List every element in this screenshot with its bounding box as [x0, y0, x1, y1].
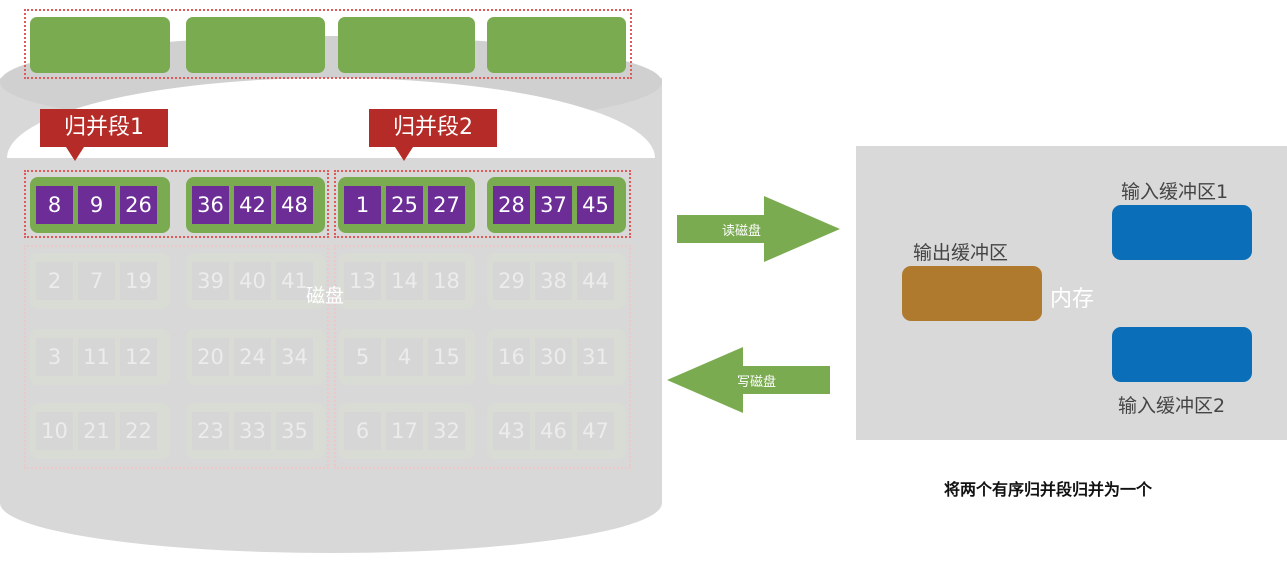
record-cell: 11: [78, 338, 115, 376]
input-buffer-2-label: 输入缓冲区2: [1118, 395, 1226, 417]
record-cell: 15: [428, 338, 465, 376]
record-cell: 21: [78, 412, 115, 450]
record-cell: 29: [493, 262, 530, 300]
record-cell: 31: [577, 338, 614, 376]
record-cell: 39: [192, 262, 229, 300]
record-cell: 13: [344, 262, 381, 300]
record-cell: 7: [78, 262, 115, 300]
record-cell: 5: [344, 338, 381, 376]
record-cell: 9: [78, 186, 115, 224]
caption: 将两个有序归并段归并为一个: [944, 480, 1153, 499]
read-disk-arrow: [677, 196, 840, 262]
record-cell: 48: [276, 186, 313, 224]
output-block: [186, 17, 325, 73]
input-buffer-1-label: 输入缓冲区1: [1121, 181, 1229, 203]
record-cell: 17: [386, 412, 423, 450]
record-cell: 38: [535, 262, 572, 300]
segment-1-outline: [24, 170, 329, 238]
record-cell: 28: [493, 186, 530, 224]
record-cell: 6: [344, 412, 381, 450]
disk-label: 磁盘: [306, 285, 345, 307]
output-buffer: [902, 266, 1042, 321]
record-cell: 24: [234, 338, 271, 376]
record-cell: 14: [386, 262, 423, 300]
record-cell: 1: [344, 186, 381, 224]
record-cell: 32: [428, 412, 465, 450]
segment-2-outline: [334, 170, 631, 238]
output-region-outline: [24, 9, 632, 79]
record-cell: 35: [276, 412, 313, 450]
record-cell: 4: [386, 338, 423, 376]
record-cell: 44: [577, 262, 614, 300]
write-disk-arrow: [667, 347, 830, 413]
record-cell: 33: [234, 412, 271, 450]
record-cell: 42: [234, 186, 271, 224]
record-cell: 40: [234, 262, 271, 300]
segment-label-2: 归并段2: [369, 109, 497, 161]
record-cell: 36: [192, 186, 229, 224]
record-cell: 30: [535, 338, 572, 376]
record-cell: 3: [36, 338, 73, 376]
record-cell: 8: [36, 186, 73, 224]
input-buffer-2: [1112, 327, 1252, 382]
record-cell: 27: [428, 186, 465, 224]
record-cell: 41: [276, 262, 313, 300]
write-disk-label: 写磁盘: [737, 375, 777, 390]
record-cell: 25: [386, 186, 423, 224]
record-cell: 22: [120, 412, 157, 450]
input-buffer-1: [1112, 205, 1252, 260]
record-cell: 26: [120, 186, 157, 224]
record-cell: 47: [577, 412, 614, 450]
segment-2-lower-outline: [334, 245, 631, 469]
record-cell: 23: [192, 412, 229, 450]
output-buffer-label: 输出缓冲区: [913, 242, 1009, 264]
record-cell: 43: [493, 412, 530, 450]
record-cell: 34: [276, 338, 313, 376]
record-cell: 2: [36, 262, 73, 300]
record-cell: 46: [535, 412, 572, 450]
record-cell: 12: [120, 338, 157, 376]
record-cell: 45: [577, 186, 614, 224]
record-cell: 20: [192, 338, 229, 376]
record-cell: 16: [493, 338, 530, 376]
record-cell: 37: [535, 186, 572, 224]
record-cell: 19: [120, 262, 157, 300]
record-cell: 10: [36, 412, 73, 450]
output-block: [487, 17, 626, 73]
read-disk-label: 读磁盘: [722, 224, 762, 239]
segment-1-lower-outline: [24, 245, 329, 469]
output-block: [338, 17, 475, 73]
output-block: [30, 17, 170, 73]
record-cell: 18: [428, 262, 465, 300]
memory-label: 内存: [1050, 287, 1095, 312]
segment-label-1: 归并段1: [40, 109, 168, 161]
